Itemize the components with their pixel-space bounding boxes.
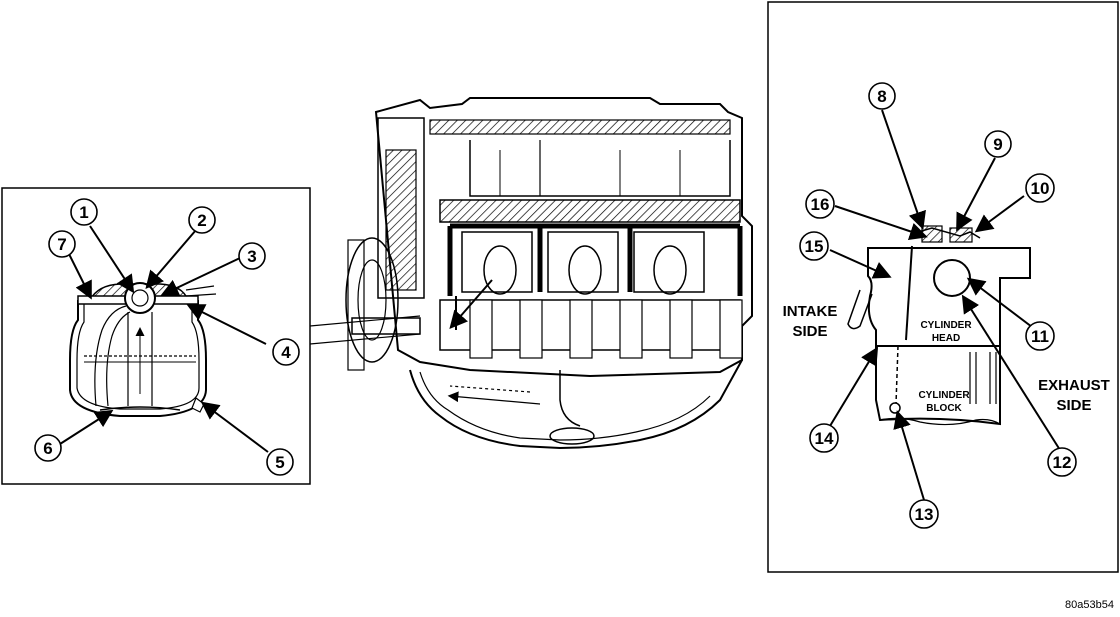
callout-5-label: 5: [275, 453, 284, 472]
callout-1-label: 1: [79, 203, 88, 222]
callout-14: 14: [809, 423, 839, 453]
callout-14-label: 14: [815, 429, 834, 448]
callout-13: 13: [909, 499, 939, 529]
figure-code: 80a53b54: [1065, 599, 1114, 611]
callout-9: 9: [984, 130, 1012, 158]
callout-15-label: 15: [805, 237, 824, 256]
callout-10-label: 10: [1031, 179, 1050, 198]
callout-12: 12: [1047, 447, 1077, 477]
callout-1: 1: [70, 198, 98, 226]
intake-label-line2: SIDE: [792, 323, 827, 340]
callout-16: 16: [805, 189, 835, 219]
cylinder-block-label-line2: BLOCK: [926, 403, 962, 414]
engine-cutaway: [345, 97, 753, 450]
callout-15: 15: [799, 231, 829, 261]
callout-4: 4: [272, 338, 300, 366]
exhaust-label-line1: EXHAUST: [1038, 377, 1110, 394]
cylinder-head-label-line1: CYLINDER: [920, 320, 972, 331]
callout-6: 6: [34, 434, 62, 462]
callout-8: 8: [868, 82, 896, 110]
callout-6-label: 6: [43, 439, 52, 458]
callout-11: 11: [1025, 321, 1055, 351]
cylinder-block-label-line1: CYLINDER: [918, 390, 970, 401]
cylinder-head-label-line2: HEAD: [932, 333, 960, 344]
callout-10: 10: [1025, 173, 1055, 203]
exhaust-label-line2: SIDE: [1056, 397, 1091, 414]
left-leader-arrows: [59, 225, 269, 453]
inset-connector-lines: [309, 315, 421, 345]
callout-4-label: 4: [281, 343, 291, 362]
callout-13-label: 13: [915, 505, 934, 524]
callout-2: 2: [188, 206, 216, 234]
callout-7-label: 7: [57, 235, 66, 254]
callout-12-label: 12: [1053, 453, 1072, 472]
callout-3: 3: [238, 242, 266, 270]
cylinder-head-inset: [767, 1, 1119, 573]
intake-label-line1: INTAKE: [783, 303, 838, 320]
callout-5: 5: [266, 448, 294, 476]
callout-16-label: 16: [811, 195, 830, 214]
callout-11-label: 11: [1031, 327, 1049, 346]
callout-9-label: 9: [993, 135, 1002, 154]
callout-7: 7: [48, 230, 76, 258]
callout-8-label: 8: [877, 87, 886, 106]
callout-3-label: 3: [247, 247, 256, 266]
callout-2-label: 2: [197, 211, 206, 230]
